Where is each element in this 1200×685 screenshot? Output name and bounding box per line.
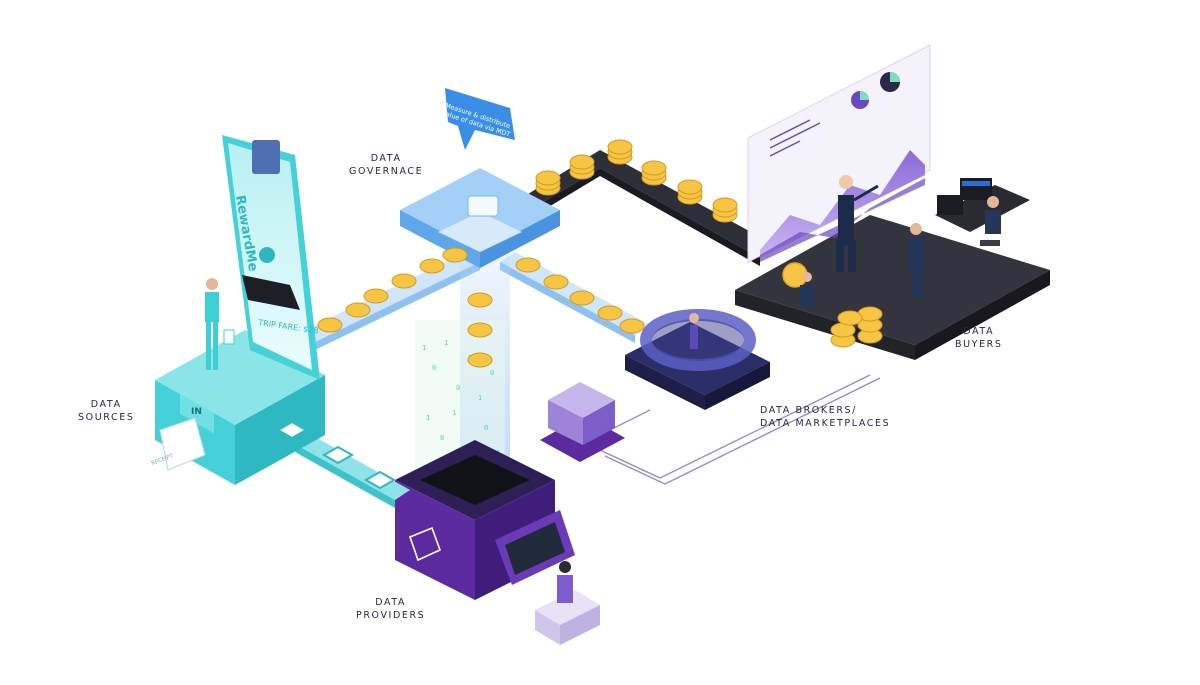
coin [317, 317, 343, 333]
data-tile [275, 420, 309, 440]
coin-stack [830, 306, 883, 348]
svg-text:1: 1 [478, 394, 482, 402]
svg-text:0: 0 [490, 369, 494, 377]
coin [467, 292, 493, 308]
label-data-brokers: DATA BROKERS/DATA MARKETPLACES [760, 405, 891, 429]
data-brokers-marketplace [540, 309, 770, 462]
coin [607, 139, 633, 155]
coin [619, 318, 645, 334]
coin [597, 305, 623, 321]
data-tile [363, 470, 397, 490]
coin [515, 257, 541, 273]
data-sources-node: IN RECEIPT RewardMe TRIP FARE: $28 [151, 135, 410, 508]
coin [467, 352, 493, 368]
svg-text:1: 1 [426, 414, 430, 422]
coin [641, 160, 667, 176]
svg-text:0: 0 [440, 434, 444, 442]
connector-lines [599, 374, 881, 485]
svg-text:1: 1 [422, 344, 426, 352]
data-tile [321, 445, 355, 465]
coin [569, 290, 595, 306]
coin [712, 197, 738, 213]
in-label: IN [191, 407, 202, 417]
coin [677, 179, 703, 195]
coin [569, 154, 595, 170]
coin-layer [317, 139, 738, 368]
svg-text:0: 0 [432, 364, 436, 372]
coin [419, 258, 445, 274]
coin [535, 170, 561, 186]
tile-layer [275, 420, 397, 490]
coin [543, 274, 569, 290]
coin [442, 247, 468, 263]
coin [391, 273, 417, 289]
data-providers-node: 101 011 010 101 measurable.ai [395, 320, 600, 645]
coin [345, 302, 371, 318]
svg-text:0: 0 [456, 384, 460, 392]
coin [467, 322, 493, 338]
data-buyers-platform [735, 44, 1050, 360]
coin [363, 288, 389, 304]
svg-text:1: 1 [452, 409, 456, 417]
svg-text:0: 0 [484, 424, 488, 432]
svg-text:1: 1 [444, 339, 448, 347]
